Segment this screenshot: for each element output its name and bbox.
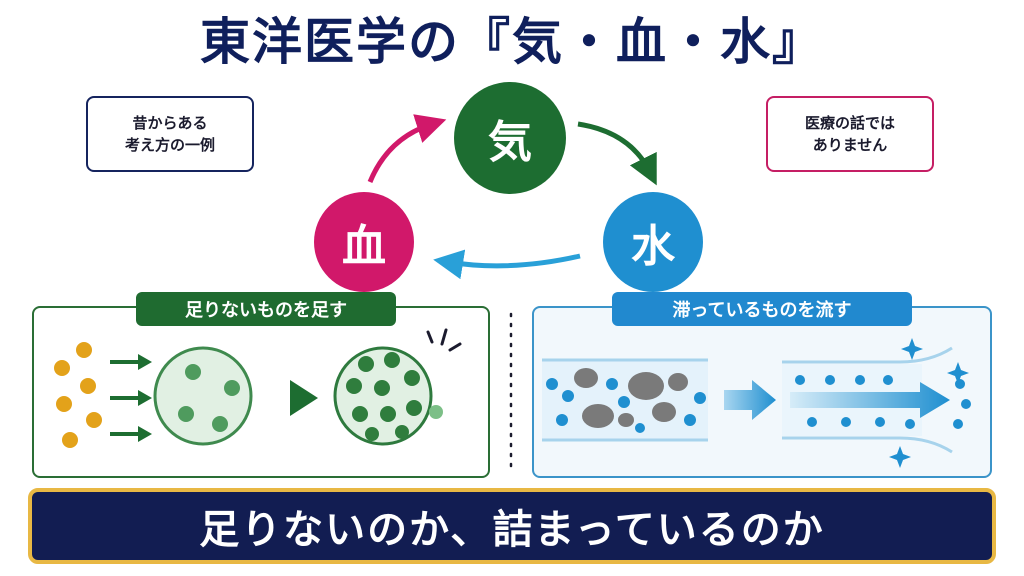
- note-disclaimer-line2: ありません: [812, 136, 888, 154]
- circle-sui: 水: [603, 192, 703, 292]
- note-disclaimer-line1: 医療の話では: [804, 114, 895, 132]
- note-traditional: 昔からある 考え方の一例: [86, 96, 254, 172]
- page-title: 東洋医学の『気・血・水』: [200, 13, 824, 71]
- circle-ki: 気: [454, 82, 566, 194]
- deficiency-illustration: [54, 328, 462, 448]
- note-disclaimer: 医療の話では ありません: [766, 96, 934, 172]
- note-traditional-line1: 昔からある: [132, 114, 208, 132]
- tag-flow-stagnation: 滞っているものを流す: [612, 292, 912, 326]
- circle-ketsu: 血: [314, 192, 414, 292]
- arrow-sui-to-ketsu: [433, 249, 581, 280]
- arrow-ki-to-sui: [577, 121, 657, 186]
- stagnation-illustration: [542, 338, 971, 468]
- bottom-banner: 足りないのか、詰まっているのか: [28, 488, 996, 564]
- note-traditional-line2: 考え方の一例: [124, 136, 215, 154]
- arrow-ketsu-to-ki: [367, 114, 447, 183]
- tag-add-deficiency: 足りないものを足す: [136, 292, 396, 326]
